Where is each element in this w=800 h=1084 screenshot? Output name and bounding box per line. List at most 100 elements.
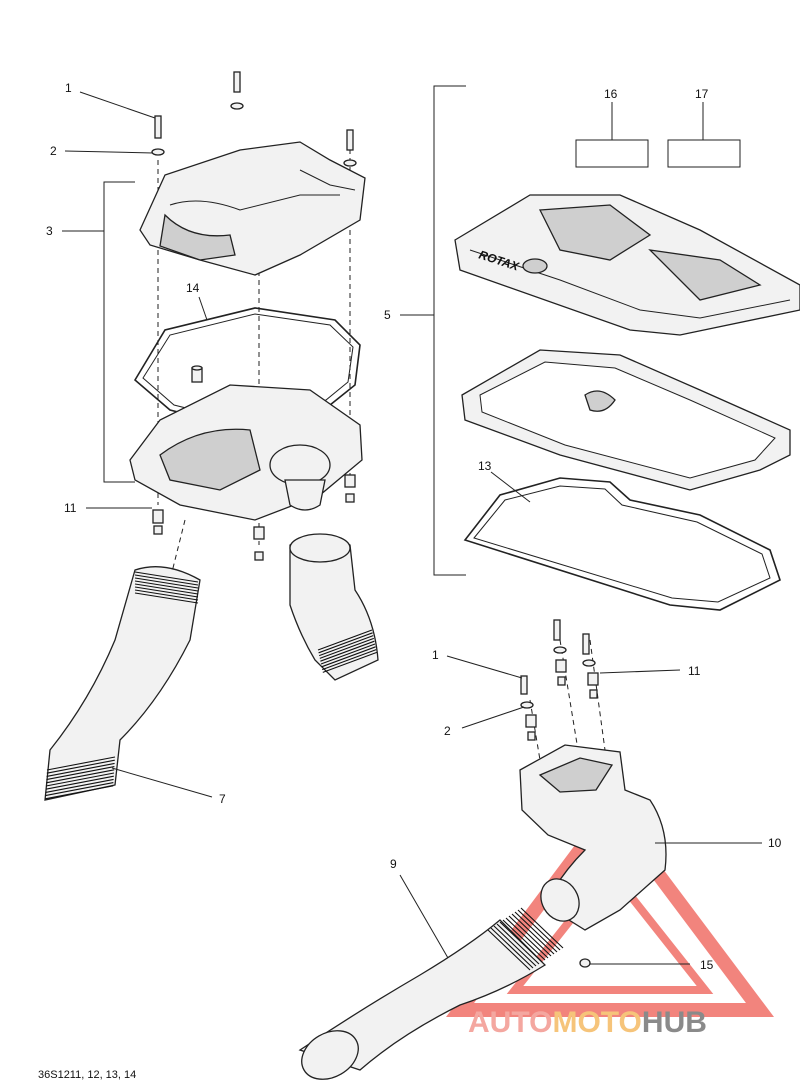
- thread-ring: [134, 574, 199, 586]
- thread-ring: [46, 766, 115, 781]
- screw-br-1: [520, 675, 537, 741]
- thread-ring: [505, 917, 549, 959]
- leader-2-top: [64, 150, 154, 154]
- thread-ring: [45, 785, 114, 800]
- thread-ring: [502, 919, 546, 961]
- thread-ring: [46, 756, 116, 771]
- assembly-line-tube7: [169, 519, 186, 581]
- leader-1-top: [79, 91, 156, 119]
- label-box-16: [575, 139, 649, 168]
- label-box-17: [667, 139, 741, 168]
- nut-15: [579, 958, 591, 968]
- callout-16: 16: [604, 87, 618, 101]
- assembly-line-br-2: [559, 639, 579, 751]
- callout-13: 13: [478, 459, 492, 473]
- thread-ring: [496, 923, 540, 965]
- watermark-moto: MOTO: [552, 1006, 641, 1039]
- thread-ring: [321, 646, 376, 668]
- thread-ring: [490, 927, 534, 969]
- callout-1-top: 1: [65, 81, 72, 95]
- thread-ring: [46, 762, 115, 777]
- screw-br-2: [553, 619, 567, 686]
- thread-ring: [46, 769, 115, 784]
- watermark-triangle-outer: [446, 798, 774, 1017]
- intake-tube-7: [44, 566, 201, 801]
- elbow-tube-center: [289, 533, 379, 681]
- thread-ring: [487, 929, 531, 971]
- nut-center-bottom: [253, 526, 265, 561]
- leader-11-right: [599, 669, 681, 674]
- thread-ring: [319, 635, 374, 657]
- thread-ring: [134, 580, 199, 592]
- cover-frame: [461, 349, 791, 491]
- watermark-text: AUTOMOTOHUB: [468, 1006, 707, 1039]
- screw-br-3: [582, 633, 599, 699]
- screw-item-1-left: [151, 115, 165, 156]
- watermark-hub: HUB: [642, 1006, 707, 1039]
- nut-11-left: [152, 509, 164, 535]
- callout-2-bottom: 2: [444, 724, 451, 738]
- callout-15: 15: [700, 958, 714, 972]
- nut-upper-left: [191, 365, 203, 383]
- thread-ring: [322, 649, 377, 671]
- thread-ring: [493, 925, 537, 967]
- screw-top-a: [230, 71, 244, 110]
- thread-ring: [134, 589, 199, 601]
- callout-11-left: 11: [64, 501, 77, 515]
- thread-ring: [499, 921, 543, 963]
- thread-ring: [134, 586, 199, 598]
- thread-ring: [514, 911, 558, 953]
- gasket-13: [463, 477, 781, 611]
- callout-3: 3: [46, 224, 53, 238]
- callout-14: 14: [186, 281, 200, 295]
- thread-ring: [45, 775, 114, 790]
- leader-13: [490, 471, 531, 503]
- leader-9: [399, 874, 449, 959]
- engine-cover: ROTAX: [454, 194, 800, 336]
- leader-1-bottom: [446, 655, 523, 679]
- leader-14: [198, 296, 208, 321]
- thread-ring: [134, 571, 199, 583]
- thread-ring: [134, 577, 199, 589]
- thread-ring: [320, 640, 375, 662]
- callout-5: 5: [384, 308, 391, 322]
- watermark-logo: [446, 798, 774, 1017]
- thread-ring: [322, 651, 377, 673]
- watermark-triangle-inner: [506, 863, 714, 994]
- thread-ring: [318, 632, 373, 654]
- thread-ring: [517, 909, 561, 951]
- bracket-3: [103, 181, 135, 483]
- callout-7: 7: [219, 792, 226, 806]
- callout-9: 9: [390, 857, 397, 871]
- thread-ring: [320, 643, 376, 665]
- leader-2-bottom: [461, 706, 525, 729]
- assembly-line-br-1: [529, 699, 541, 761]
- intake-base-housing: [129, 384, 363, 521]
- thread-ring: [46, 759, 115, 774]
- intake-tube-9: [298, 907, 564, 1080]
- bracket-5: [433, 85, 466, 576]
- thread-ring: [45, 782, 114, 797]
- callout-10: 10: [768, 836, 782, 850]
- screw-top-right: [343, 129, 357, 167]
- thread-ring: [508, 915, 552, 957]
- intake-elbow-10: [519, 744, 667, 931]
- callout-11-right: 11: [688, 664, 701, 678]
- thread-ring: [134, 583, 199, 595]
- callout-2-top: 2: [50, 144, 57, 158]
- thread-ring: [520, 907, 564, 949]
- leader-7: [111, 767, 213, 798]
- thread-ring: [45, 778, 114, 793]
- watermark-auto: AUTO: [468, 1006, 552, 1039]
- callout-17: 17: [695, 87, 709, 101]
- thread-ring: [317, 629, 373, 651]
- thread-ring: [45, 772, 115, 787]
- callout-1-bottom: 1: [432, 648, 439, 662]
- footer-diagram-code: 36S1211, 12, 13, 14: [38, 1069, 136, 1081]
- nut-right-bottom: [344, 474, 356, 503]
- intake-lid: [139, 141, 366, 276]
- thread-ring: [134, 592, 199, 604]
- thread-ring: [319, 637, 374, 659]
